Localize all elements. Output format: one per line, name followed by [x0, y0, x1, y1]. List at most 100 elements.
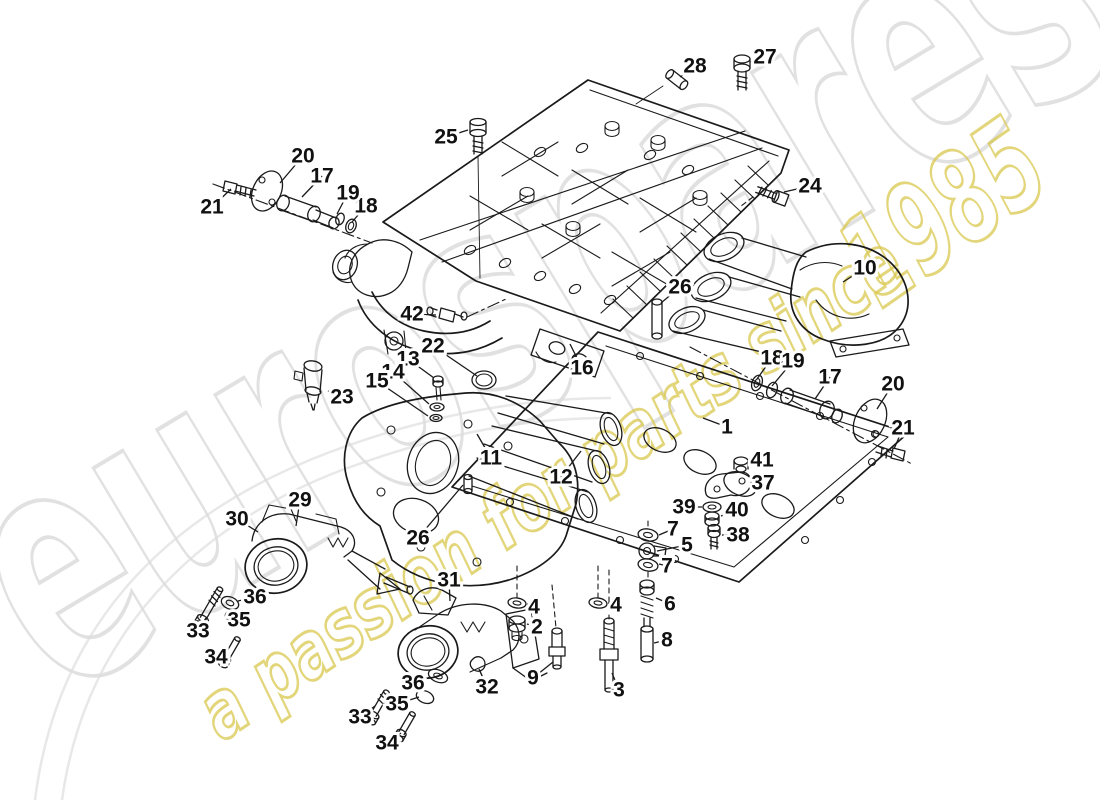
callout-27: 27	[750, 43, 779, 72]
callout-number-26: 26	[668, 276, 691, 299]
callout-number-34: 34	[375, 732, 399, 755]
callout-20: 20	[876, 370, 908, 410]
watermark-swoosh	[33, 396, 612, 800]
callout-number-27: 27	[753, 46, 776, 69]
callout-number-15: 15	[365, 370, 389, 393]
callout-number-33: 33	[348, 706, 371, 729]
callout-number-12: 12	[549, 466, 572, 489]
callout-2: 2	[526, 613, 546, 642]
callout-22: 22	[418, 332, 478, 377]
callout-19: 19	[771, 347, 808, 387]
callout-number-8: 8	[661, 629, 673, 652]
callout-number-25: 25	[434, 126, 458, 149]
callout-number-31: 31	[437, 569, 461, 592]
callout-3: 3	[610, 672, 628, 705]
callout-number-17: 17	[818, 366, 841, 389]
callout-26: 26	[403, 484, 464, 553]
throttle-body-right	[363, 587, 548, 743]
callout-number-9: 9	[527, 667, 539, 690]
stud-26b	[463, 473, 473, 495]
callout-number-11: 11	[480, 447, 503, 470]
callout-number-36: 36	[401, 672, 424, 695]
callout-34: 34	[372, 729, 402, 758]
callout-number-13: 13	[396, 348, 419, 371]
callout-4: 4	[607, 591, 625, 620]
callout-15: 15	[362, 367, 429, 417]
callout-8: 8	[653, 626, 676, 655]
injector-drawing	[293, 360, 323, 411]
tube-8	[640, 625, 654, 663]
callout-17: 17	[301, 162, 337, 198]
callout-24: 24	[783, 172, 825, 201]
callout-35: 35	[382, 690, 420, 719]
callout-19: 19	[333, 179, 363, 215]
callout-37: 37	[748, 469, 777, 498]
callout-number-36: 36	[243, 586, 266, 609]
callout-21: 21	[197, 188, 232, 222]
callout-number-17: 17	[310, 165, 333, 188]
callout-number-30: 30	[225, 508, 248, 531]
callout-number-7: 7	[661, 555, 673, 578]
callout-number-4: 4	[610, 594, 622, 617]
sensor-42	[426, 298, 507, 323]
callout-32: 32	[472, 668, 502, 702]
plate-ports	[643, 427, 795, 519]
casting-holes	[376, 419, 513, 567]
stud-26a	[651, 298, 663, 340]
callout-13: 13	[393, 345, 435, 379]
stud-28	[635, 69, 689, 105]
callout-number-10: 10	[853, 257, 876, 280]
callout-29: 29	[285, 486, 315, 527]
callout-12: 12	[546, 450, 582, 492]
callout-number-21: 21	[200, 196, 224, 219]
right-elbow-parts	[689, 346, 913, 465]
callout-number-18: 18	[760, 347, 784, 370]
callout-26: 26	[660, 273, 695, 304]
mid-manifold-drawing	[357, 291, 605, 378]
bolt-34a	[217, 636, 241, 669]
callout-number-22: 22	[421, 335, 444, 358]
callout-number-21: 21	[891, 417, 915, 440]
callout-number-16: 16	[570, 357, 593, 380]
callout-number-32: 32	[475, 676, 498, 699]
callout-number-4: 4	[528, 596, 540, 619]
callout-number-7: 7	[667, 518, 679, 541]
bracket-cluster	[702, 456, 752, 550]
bolt-24	[740, 186, 790, 207]
callout-38: 38	[722, 521, 753, 550]
callout-36: 36	[237, 583, 270, 612]
callout-42: 42	[397, 300, 437, 329]
left-elbow-parts	[212, 170, 373, 244]
callout-35: 35	[224, 606, 254, 635]
callout-number-6: 6	[664, 593, 676, 616]
callout-number-20: 20	[291, 145, 314, 168]
bolt-25	[469, 117, 487, 279]
fasteners-top	[469, 54, 790, 279]
hardware-column	[507, 520, 667, 693]
callout-18: 18	[351, 192, 381, 223]
bolt-34b	[393, 711, 416, 743]
callout-number-40: 40	[725, 499, 748, 522]
callout-number-41: 41	[750, 449, 774, 472]
callout-number-39: 39	[672, 496, 695, 519]
callout-41: 41	[747, 446, 777, 475]
sensor-9	[548, 627, 566, 670]
watermark-swoosh-inner	[60, 416, 609, 800]
callout-23: 23	[327, 383, 356, 412]
bolt-27	[733, 54, 751, 91]
callout-number-24: 24	[798, 175, 822, 198]
callout-17: 17	[814, 363, 845, 400]
sensor-3	[599, 617, 619, 693]
callout-31: 31	[434, 566, 464, 602]
callout-number-20: 20	[881, 373, 904, 396]
callout-10: 10	[842, 254, 880, 283]
callout-36: 36	[398, 669, 432, 698]
callout-number-35: 35	[227, 609, 251, 632]
callout-34: 34	[201, 643, 231, 672]
callout-number-19: 19	[781, 350, 804, 373]
callout-21: 21	[888, 414, 918, 450]
